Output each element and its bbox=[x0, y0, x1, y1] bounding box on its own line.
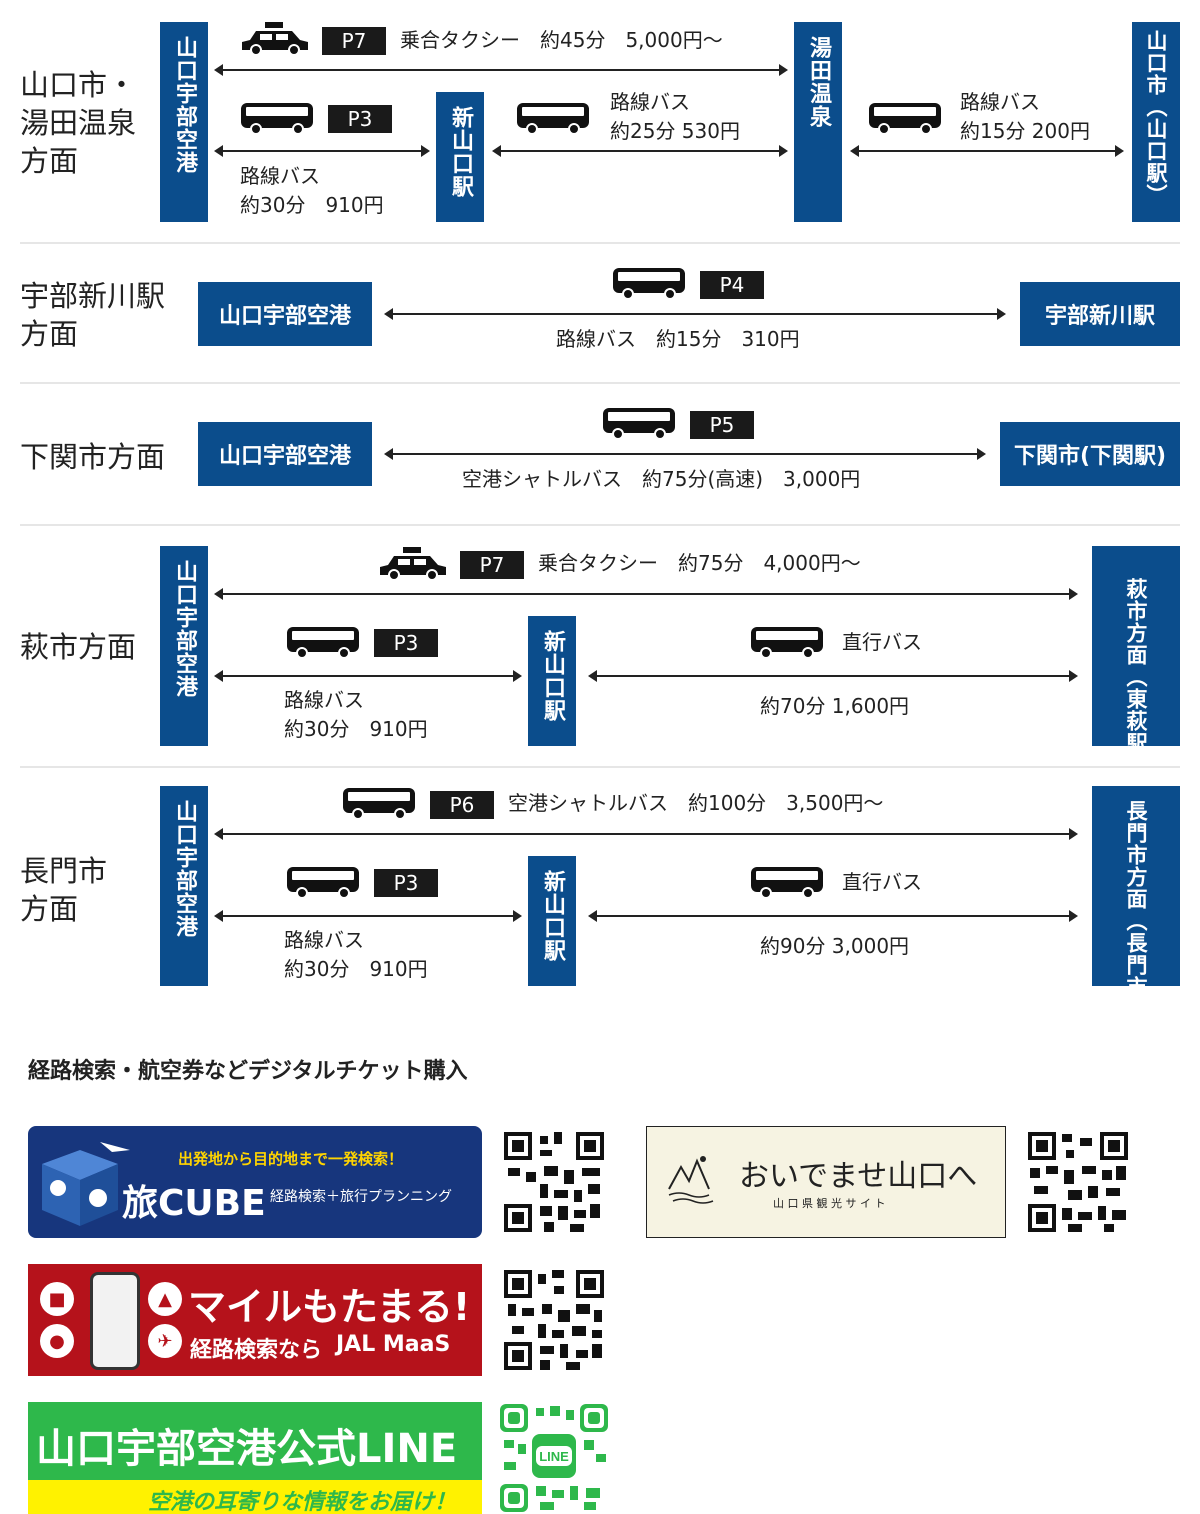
badge-p3: P3 bbox=[374, 629, 438, 657]
cube-icon bbox=[42, 1142, 130, 1226]
route-text-bus: 路線バス 約30分 910円 bbox=[284, 688, 428, 741]
route-text-seg2: 路線バス 約25分 530円 bbox=[610, 90, 740, 143]
bus-icon bbox=[869, 103, 941, 135]
badge-p3: P3 bbox=[374, 869, 438, 897]
station-shinyamaguchi: 新山口駅 bbox=[528, 616, 576, 746]
mountain-logo-icon bbox=[668, 1156, 714, 1204]
oidemase-title: おいでませ山口へ bbox=[739, 1159, 978, 1194]
badge-p4: P4 bbox=[700, 271, 764, 299]
divider bbox=[20, 766, 1180, 768]
oidemase-qr-code[interactable] bbox=[1028, 1132, 1128, 1232]
tabicube-qr-code[interactable] bbox=[504, 1132, 604, 1232]
tabicube-subtitle: 経路検索＋旅行プランニング bbox=[270, 1189, 452, 1205]
line-banner-strip bbox=[28, 1480, 482, 1514]
station-yamaguchi-city: 山口市（山口駅） bbox=[1132, 22, 1180, 222]
line-banner-title: 山口宇部空港公式LINE bbox=[36, 1426, 458, 1472]
station-airport: 山口宇部空港 bbox=[160, 786, 208, 986]
taxi-icon bbox=[242, 22, 308, 56]
region-label-nagato: 長門市 方面 bbox=[20, 854, 108, 926]
line-qr-label: LINE bbox=[539, 1449, 569, 1464]
section-heading-digital-tickets: 経路検索・航空券などデジタルチケット購入 bbox=[28, 1059, 468, 1084]
route-text-ube: 路線バス 約15分 310円 bbox=[556, 327, 800, 351]
badge-p7: P7 bbox=[322, 27, 386, 55]
station-shimonoseki: 下関市(下関駅) bbox=[1000, 422, 1180, 486]
car-circle-icon: ● bbox=[40, 1324, 74, 1358]
route-text-shuttle: 空港シャトルバス 約100分 3,500円～ bbox=[508, 791, 884, 815]
tabicube-logo: 旅CUBE bbox=[122, 1183, 266, 1224]
arrow-airport-shinyamaguchi bbox=[214, 670, 522, 682]
region-label-yamaguchi: 山口市・ 湯田温泉 方面 bbox=[20, 68, 137, 178]
taxi-icon bbox=[380, 547, 446, 581]
station-shinyamaguchi: 新山口駅 bbox=[528, 856, 576, 986]
bus-icon bbox=[517, 103, 589, 135]
route-text-bus: 路線バス 約30分 910円 bbox=[284, 928, 428, 981]
bus-icon bbox=[241, 103, 313, 135]
divider bbox=[20, 524, 1180, 526]
route-text-express: 約90分 3,000円 bbox=[760, 934, 910, 958]
bus-icon bbox=[751, 867, 823, 899]
route-text-shimonoseki: 空港シャトルバス 約75分(高速) 3,000円 bbox=[462, 467, 861, 491]
line-qr-code[interactable]: LINE bbox=[500, 1404, 608, 1512]
station-airport: 山口宇部空港 bbox=[198, 282, 372, 346]
bus-icon bbox=[343, 788, 415, 820]
station-ube-shinkawa: 宇部新川駅 bbox=[1020, 282, 1180, 346]
tabicube-tagline: 出発地から目的地まで一発検索！ bbox=[178, 1150, 404, 1168]
arrow-shinyamaguchi-nagato bbox=[588, 910, 1078, 922]
station-shinyamaguchi: 新山口駅 bbox=[436, 92, 484, 222]
arrow-airport-shimonoseki bbox=[384, 448, 986, 460]
badge-p3: P3 bbox=[328, 105, 392, 133]
station-hagi: 萩市方面（東萩駅） bbox=[1092, 546, 1180, 776]
station-nagato: 長門市方面（長門市駅） bbox=[1092, 786, 1180, 1042]
route-text-taxi: 乗合タクシー 約75分 4,000円～ bbox=[538, 551, 861, 575]
arrow-yuda-yamaguchi bbox=[850, 145, 1124, 157]
region-label-hagi: 萩市方面 bbox=[20, 630, 137, 664]
jal-maas-subline: 経路検索なら bbox=[190, 1338, 323, 1363]
badge-p5: P5 bbox=[690, 411, 754, 439]
arrow-airport-nagato bbox=[214, 828, 1078, 840]
route-text-taxi: 乗合タクシー 約45分 5,000円～ bbox=[400, 28, 723, 52]
arrow-airport-ube bbox=[384, 308, 1006, 320]
bus-icon bbox=[287, 867, 359, 899]
bus-icon bbox=[603, 408, 675, 440]
station-yuda-onsen: 湯田温泉 bbox=[794, 22, 842, 222]
bus-circle-icon: ■ bbox=[40, 1282, 74, 1316]
region-label-shimonoseki: 下関市方面 bbox=[20, 440, 166, 474]
oidemase-subtitle: 山 口 県 観 光 サ イ ト bbox=[773, 1197, 886, 1210]
divider bbox=[20, 382, 1180, 384]
jal-maas-qr-code[interactable] bbox=[504, 1270, 604, 1370]
line-banner-subtitle: 空港の耳寄りな情報をお届け！ bbox=[148, 1490, 457, 1514]
line-banner[interactable]: 山口宇部空港公式LINE 空港の耳寄りな情報をお届け！ bbox=[28, 1402, 482, 1514]
arrow-shinyamaguchi-hagi bbox=[588, 670, 1078, 682]
route-text-seg3: 路線バス 約15分 200円 bbox=[960, 90, 1090, 143]
arrow-shinyamaguchi-yuda bbox=[492, 145, 788, 157]
jal-maas-logo: JAL MaaS bbox=[336, 1332, 451, 1357]
badge-p6: P6 bbox=[430, 791, 494, 819]
smartphone-icon bbox=[90, 1272, 140, 1370]
arrow-airport-yuda bbox=[214, 64, 788, 76]
divider bbox=[20, 242, 1180, 244]
bus-icon bbox=[751, 627, 823, 659]
route-label-express: 直行バス bbox=[842, 630, 922, 654]
bus-icon bbox=[613, 268, 685, 300]
station-airport: 山口宇部空港 bbox=[198, 422, 372, 486]
route-text-express: 約70分 1,600円 bbox=[760, 694, 910, 718]
arrow-airport-shinyamaguchi bbox=[214, 145, 430, 157]
train-circle-icon: ▲ bbox=[148, 1282, 182, 1316]
arrow-airport-hagi bbox=[214, 588, 1078, 600]
jal-maas-headline: マイルもたまる! bbox=[188, 1285, 471, 1329]
arrow-airport-shinyamaguchi bbox=[214, 910, 522, 922]
plane-circle-icon: ✈ bbox=[148, 1324, 182, 1358]
bus-icon bbox=[287, 627, 359, 659]
route-text-bus: 路線バス 約30分 910円 bbox=[240, 164, 384, 217]
tabicube-banner[interactable]: 出発地から目的地まで一発検索！ 旅CUBE 経路検索＋旅行プランニング bbox=[28, 1126, 482, 1238]
station-airport: 山口宇部空港 bbox=[160, 22, 208, 222]
badge-p7: P7 bbox=[460, 551, 524, 579]
oidemase-banner[interactable]: おいでませ山口へ 山 口 県 観 光 サ イ ト bbox=[646, 1126, 1006, 1238]
route-label-express: 直行バス bbox=[842, 870, 922, 894]
region-label-ube: 宇部新川駅 方面 bbox=[20, 279, 166, 351]
jal-maas-banner[interactable]: ■ ● ▲ ✈ マイルもたまる! 経路検索なら JAL MaaS bbox=[28, 1264, 482, 1376]
station-airport: 山口宇部空港 bbox=[160, 546, 208, 746]
